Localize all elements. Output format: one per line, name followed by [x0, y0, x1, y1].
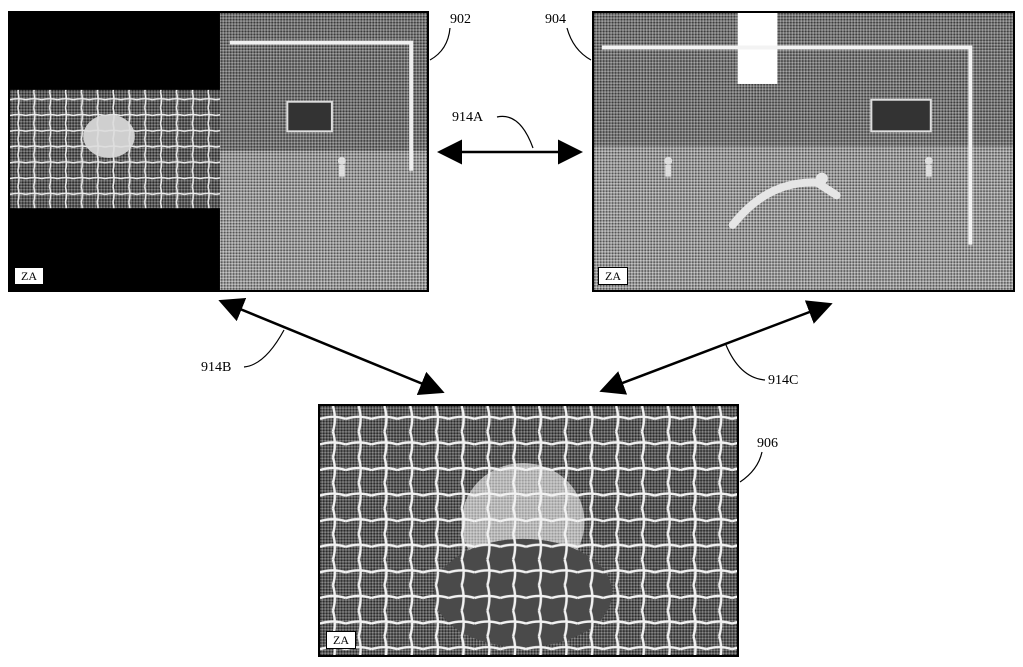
frame-904[interactable]: ZA — [592, 11, 1015, 292]
leader-902 — [429, 27, 451, 61]
frame-902-badge: ZA — [14, 267, 44, 285]
label-914B: 914B — [201, 360, 232, 375]
leader-914B — [243, 329, 285, 368]
label-902: 902 — [450, 12, 471, 27]
frame-904-image — [594, 13, 1013, 290]
frame-906[interactable]: ZA — [318, 404, 739, 657]
leader-914C — [725, 344, 766, 381]
frame-902-image — [10, 13, 427, 290]
label-914A: 914A — [452, 110, 484, 125]
frame-904-badge: ZA — [598, 267, 628, 285]
label-904: 904 — [545, 12, 566, 27]
frame-906-image — [320, 406, 737, 655]
label-906: 906 — [757, 436, 778, 451]
frame-906-badge: ZA — [326, 631, 356, 649]
leader-914A — [496, 115, 534, 149]
leader-904 — [566, 27, 592, 61]
leader-906 — [739, 451, 763, 483]
label-914C: 914C — [768, 373, 799, 388]
arrow-914B — [218, 298, 445, 395]
frame-902[interactable]: ZA — [8, 11, 429, 292]
